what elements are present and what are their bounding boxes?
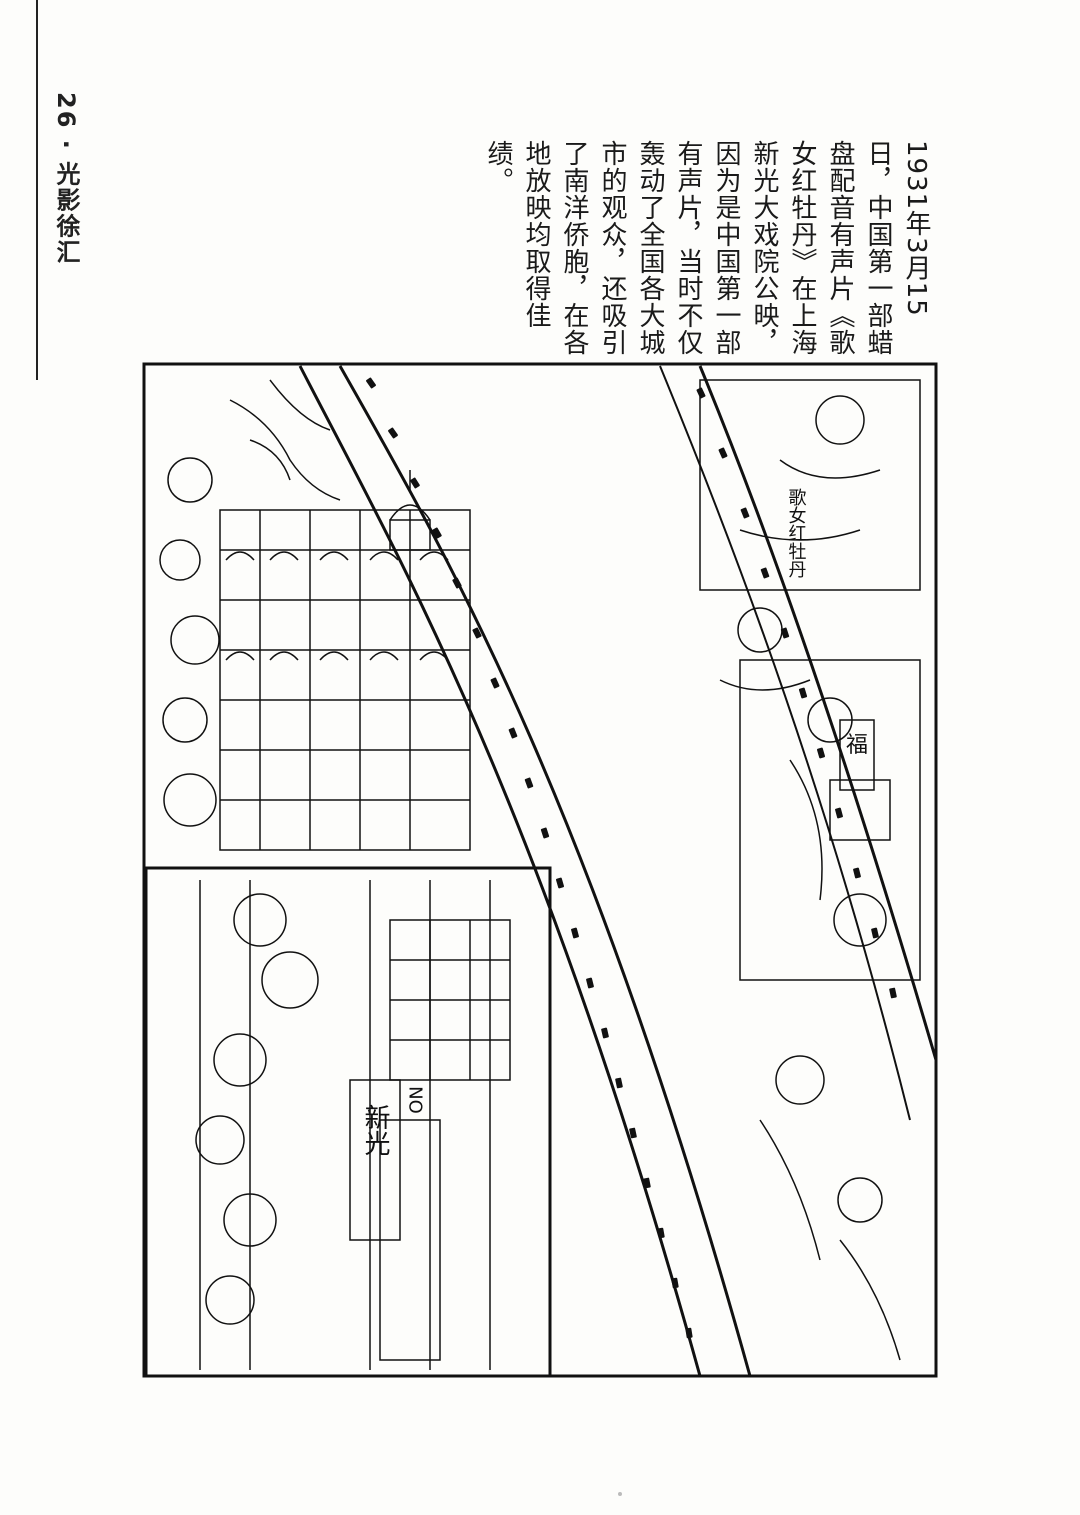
caption: 1931年3月15日，中国第一部蜡盘配音有声片《歌女红牡丹》在上海新光大戏院公映… (483, 140, 935, 360)
film-frame-scene-bottom (759, 1055, 901, 1361)
illustration-drawing: 歌女红牡丹 福 新光 NO (142, 362, 938, 1378)
running-head: 26 · 光影徐汇 (44, 92, 84, 292)
film-strip-edge-right-inner (659, 365, 911, 1121)
running-head-text: 26 · 光影徐汇 (52, 92, 80, 266)
page-dot (618, 1492, 622, 1496)
building-facade (219, 509, 471, 851)
building-tower (389, 470, 431, 551)
shop-sign: 福 (846, 733, 868, 758)
film-strip-edge-right (698, 365, 938, 1061)
crowd-figures (159, 379, 341, 827)
theater-facade (195, 880, 511, 1370)
film-frame-scene-middle (739, 659, 921, 981)
theater-panel (144, 866, 552, 1378)
film-title-sign: 歌女红牡丹 (786, 488, 807, 579)
shop-sign-box (839, 719, 875, 791)
caption-text: 1931年3月15日，中国第一部蜡盘配音有声片《歌女红牡丹》在上海新光大戏院公映… (483, 140, 931, 356)
spine-rule (36, 0, 38, 380)
film-frame-scene-top (699, 379, 921, 691)
film-strip-edge-outer (298, 365, 702, 1377)
illustration: 歌女红牡丹 福 新光 NO (140, 360, 940, 1380)
sprocket-holes-right (696, 387, 897, 999)
sprocket-holes-left (366, 377, 693, 1339)
theater-sign: 新光 (360, 1104, 390, 1156)
theater-sign-box (349, 1079, 401, 1241)
illustration-frame (142, 362, 938, 1378)
theater-sign-logo: NO (405, 1086, 426, 1114)
film-strip-edge-inner (338, 365, 752, 1377)
